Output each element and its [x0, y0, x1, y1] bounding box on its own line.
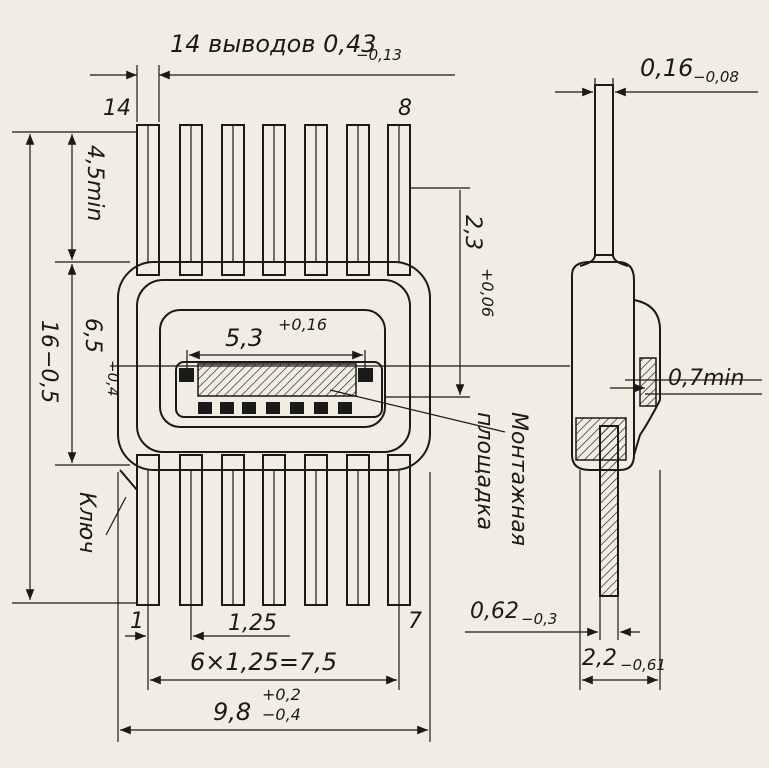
labels: 14 выводов 0,43 −0,13 14 8 1 7 4,5min 6,…: [36, 30, 744, 726]
pins-count-label: 14 выводов 0,43: [170, 30, 377, 58]
total-height-label: 16: [36, 320, 61, 348]
front-view: [117, 124, 431, 606]
side-body: [571, 261, 661, 471]
width-tol-down: −0,4: [262, 705, 301, 724]
total-height-tol: −0,5: [36, 350, 61, 403]
pin-7-label: 7: [408, 609, 422, 634]
mounting-pad: [175, 361, 383, 418]
cavity-width-label: 5,3: [225, 324, 263, 352]
dimension-lines: [12, 65, 570, 742]
cavity-width-tol: +0,16: [278, 315, 327, 334]
bottom-leads: [136, 454, 411, 606]
cavity-outline: [159, 309, 386, 428]
inner-height-tol: −0,4: [104, 360, 122, 396]
dim-062-label: 0,62: [470, 599, 519, 624]
key-notch: [119, 469, 138, 491]
pin-8-label: 8: [398, 96, 412, 121]
top-leads: [136, 124, 411, 276]
span-label: 6×1,25=7,5: [190, 648, 337, 676]
pins-count-tol: −0,13: [356, 46, 402, 64]
mounting-pad-label-1: Монтажная: [506, 412, 531, 546]
side-dimension-lines: [465, 78, 762, 690]
pitch-label: 1,25: [228, 611, 277, 636]
inner-height-label: 6,5: [80, 318, 105, 353]
dim-22-label: 2,2: [582, 646, 617, 671]
min-07-label: 0,7min: [668, 366, 744, 391]
height-23-label: 2,3: [460, 215, 485, 250]
pin-14-label: 14: [103, 96, 131, 121]
pin-1-label: 1: [130, 609, 144, 634]
dim-062-tol: −0,3: [521, 610, 557, 628]
side-view: [571, 84, 661, 597]
side-lead-bottom: [599, 425, 619, 597]
width-tol-up: +0,2: [262, 685, 301, 704]
lead-length-label: 4,5min: [82, 145, 107, 221]
side-lead-top: [594, 84, 614, 256]
key-label: Ключ: [74, 492, 99, 553]
height-23-tol: +0,06: [478, 268, 497, 317]
thickness-label: 0,16: [640, 54, 693, 82]
dim-22-tol: −0,61: [620, 656, 666, 674]
thickness-tol: −0,08: [693, 68, 739, 86]
width-label: 9,8: [213, 698, 251, 726]
mounting-pad-label-2: площадка: [472, 412, 497, 530]
